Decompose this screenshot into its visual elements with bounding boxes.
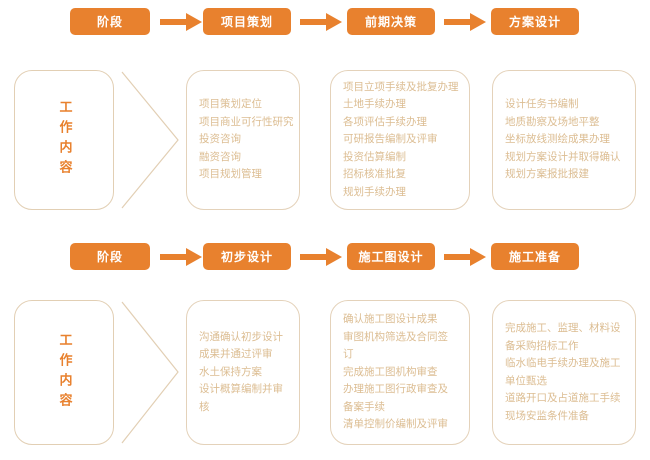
arrow-right-icon [300, 248, 342, 266]
stage-pill-header-1[interactable]: 阶段 [70, 8, 150, 35]
content-box-1-2: 项目立项手续及批复办理 土地手续办理 各项评估手续办理 可研报告编制及评审 投资… [330, 70, 470, 210]
content-line: 沟通确认初步设计成果并通过评审 [199, 330, 283, 361]
arrow-right-icon [160, 13, 202, 31]
content-line: 项目商业可行性研究 [199, 115, 294, 128]
content-box-1-3: 设计任务书编制 地质勘察及场地平整 坐标放线测绘成果办理 规划方案设计并取得确认… [492, 70, 636, 210]
content-line: 地质勘察及场地平整 [505, 115, 600, 128]
content-line: 完成施工、监理、材料设备采购招标工作 [505, 322, 621, 352]
content-line: 项目策划定位 [199, 98, 262, 111]
content-line: 坐标放线测绘成果办理 [505, 133, 610, 146]
content-line: 土地手续办理 [343, 98, 406, 111]
content-line: 招标核准批复 [343, 168, 406, 181]
stage-pill-2-3[interactable]: 施工准备 [491, 243, 579, 270]
work-content-card-1: 工作内容 [14, 70, 114, 210]
content-line: 临水临电手续办理及施工单位甄选 [505, 357, 621, 387]
content-line: 设计概算编制并审核 [199, 383, 283, 413]
stage-pill-2-1[interactable]: 初步设计 [203, 243, 291, 270]
content-line: 水土保持方案 [199, 365, 262, 378]
content-line: 融资咨询 [199, 150, 241, 163]
chevron-right-icon [120, 70, 180, 210]
content-line: 各项评估手续办理 [343, 115, 427, 128]
workflow-row-2: 阶段 初步设计 施工图设计 施工准备 工作内容 [0, 235, 650, 460]
content-box-2-3: 完成施工、监理、材料设备采购招标工作 临水临电手续办理及施工单位甄选 道路开口及… [492, 300, 636, 445]
content-line: 规划方案报批报建 [505, 168, 589, 181]
stage-pill-2-2[interactable]: 施工图设计 [347, 243, 435, 270]
content-line: 设计任务书编制 [505, 98, 579, 111]
content-line: 现场安监条件准备 [505, 409, 589, 422]
content-line: 投资估算编制 [343, 150, 406, 163]
content-line: 完成施工图机构审查 [343, 365, 438, 378]
work-content-label: 工作内容 [56, 332, 72, 413]
work-content-label: 工作内容 [56, 100, 72, 180]
content-line: 可研报告编制及评审 [343, 133, 438, 146]
stage-pill-1-3[interactable]: 方案设计 [491, 8, 579, 35]
content-line: 项目立项手续及批复办理 [343, 80, 459, 93]
stage-pill-header-2[interactable]: 阶段 [70, 243, 150, 270]
work-content-card-2: 工作内容 [14, 300, 114, 445]
content-line: 清单控制价编制及评审 [343, 418, 448, 431]
stage-pill-1-2[interactable]: 前期决策 [347, 8, 435, 35]
content-line: 项目规划管理 [199, 168, 262, 181]
content-box-2-2: 确认施工图设计成果 审图机构筛选及合同签订 完成施工图机构审查 办理施工图行政审… [330, 300, 470, 445]
content-line: 确认施工图设计成果 [343, 313, 438, 326]
content-line: 审图机构筛选及合同签订 [343, 330, 448, 361]
stage-pill-1-1[interactable]: 项目策划 [203, 8, 291, 35]
content-line: 道路开口及占道施工手续 [505, 392, 621, 404]
arrow-right-icon [444, 248, 486, 266]
arrow-right-icon [160, 248, 202, 266]
content-box-1-1: 项目策划定位 项目商业可行性研究 投资咨询 融资咨询 项目规划管理 [186, 70, 300, 210]
arrow-right-icon [300, 13, 342, 31]
stage-header-strip-1: 阶段 项目策划 前期决策 方案设计 [0, 8, 650, 38]
content-line: 办理施工图行政审查及备案手续 [343, 383, 448, 413]
content-line: 投资咨询 [199, 133, 241, 146]
content-line: 规划方案设计并取得确认 [505, 150, 621, 163]
stage-header-strip-2: 阶段 初步设计 施工图设计 施工准备 [0, 243, 650, 273]
chevron-right-icon [120, 300, 180, 445]
workflow-row-1: 阶段 项目策划 前期决策 方案设计 工作内容 [0, 8, 650, 210]
content-line: 规划手续办理 [343, 185, 406, 198]
arrow-right-icon [444, 13, 486, 31]
content-box-2-1: 沟通确认初步设计成果并通过评审 水土保持方案 设计概算编制并审核 [186, 300, 300, 445]
